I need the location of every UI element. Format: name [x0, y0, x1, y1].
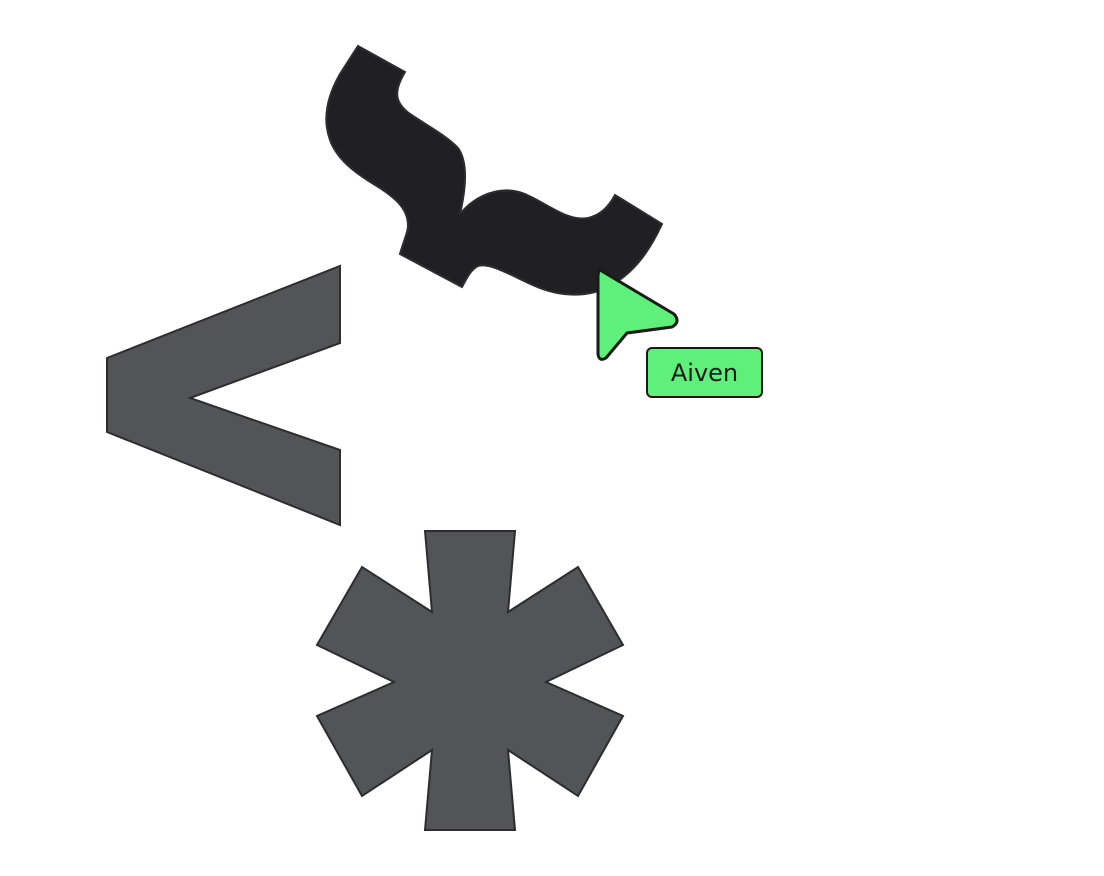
asterisk-shape[interactable]	[315, 530, 625, 831]
collaborator-name-tag: Aiven	[646, 347, 763, 398]
wave-shape[interactable]	[325, 44, 664, 296]
collaborator-name: Aiven	[670, 358, 739, 387]
cursor-arrow-icon	[596, 267, 679, 361]
less-than-shape[interactable]	[106, 264, 341, 527]
